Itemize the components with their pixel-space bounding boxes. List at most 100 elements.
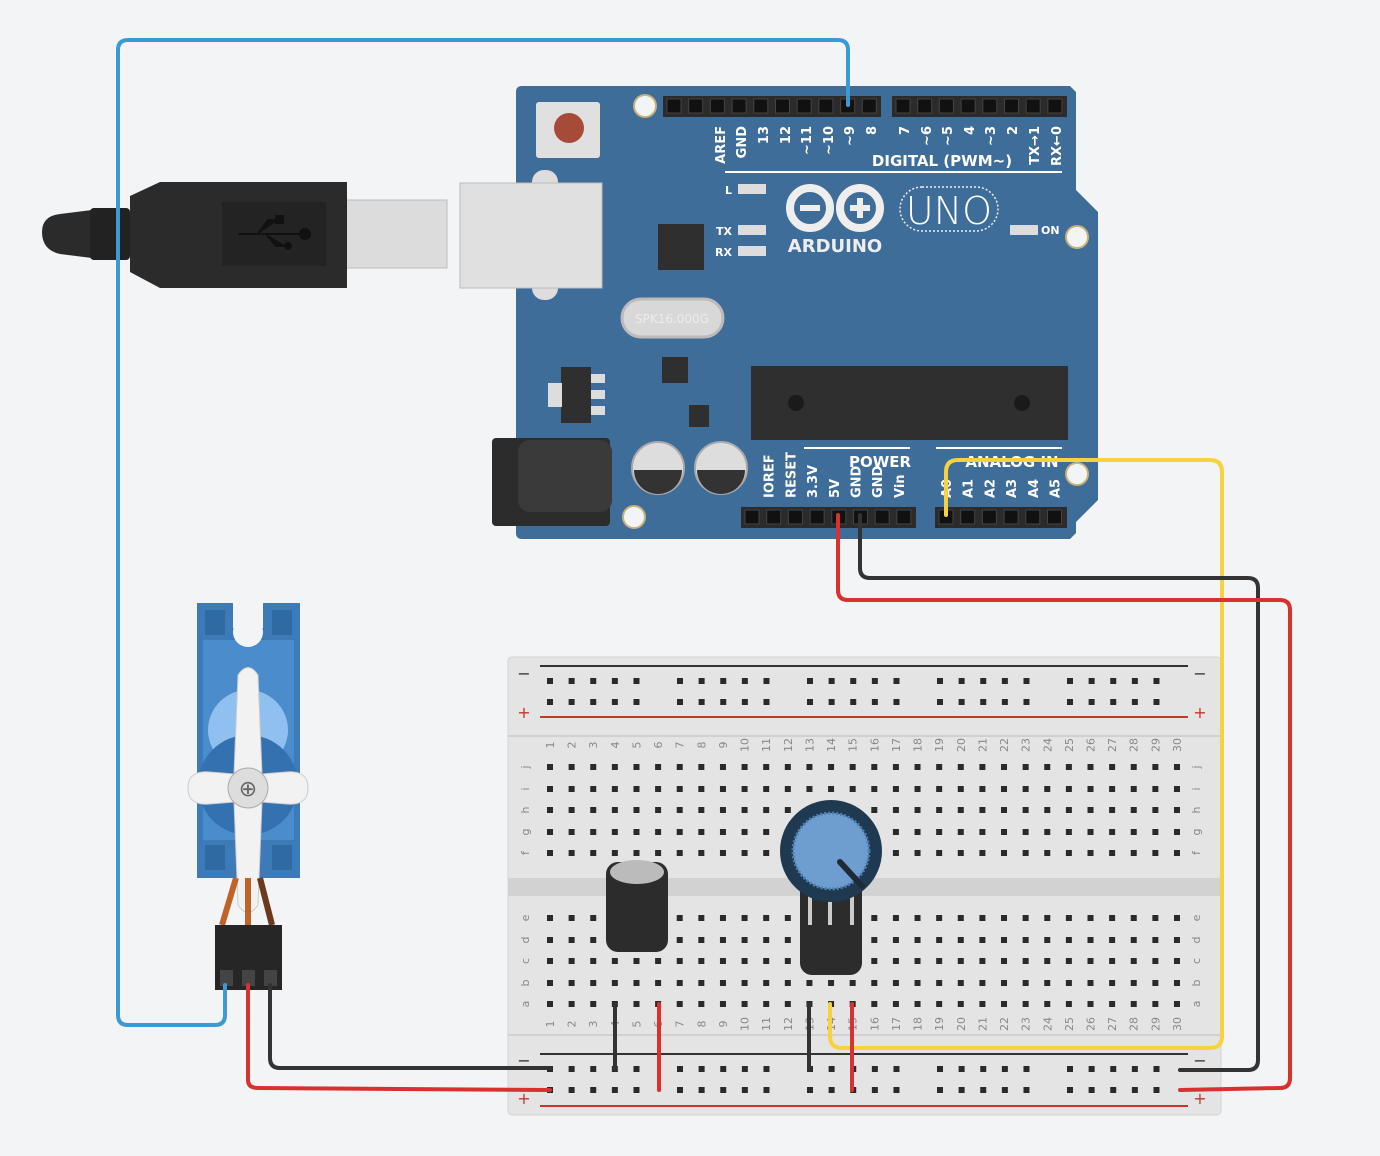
rail-hole[interactable]	[871, 1066, 878, 1072]
breadboard-hole[interactable]	[633, 786, 640, 792]
breadboard-hole[interactable]	[611, 786, 618, 792]
breadboard-hole[interactable]	[1065, 937, 1072, 943]
rail-hole[interactable]	[741, 1066, 748, 1072]
rail-hole[interactable]	[937, 1087, 943, 1093]
breadboard-hole[interactable]	[698, 937, 705, 943]
breadboard-hole[interactable]	[1044, 807, 1051, 813]
breadboard-hole[interactable]	[655, 958, 662, 964]
breadboard-hole[interactable]	[1130, 980, 1137, 986]
breadboard-hole[interactable]	[547, 915, 553, 921]
breadboard-hole[interactable]	[568, 937, 575, 943]
breadboard-hole[interactable]	[1152, 937, 1159, 943]
rail-hole[interactable]	[958, 699, 965, 705]
breadboard-hole[interactable]	[1044, 1001, 1051, 1007]
rail-hole[interactable]	[1067, 1087, 1073, 1093]
rail-hole[interactable]	[1131, 1087, 1138, 1093]
breadboard-hole[interactable]	[1109, 1001, 1116, 1007]
potentiometer[interactable]	[780, 800, 882, 975]
breadboard-hole[interactable]	[676, 764, 683, 770]
breadboard-hole[interactable]	[849, 786, 856, 792]
header-pin[interactable]	[938, 98, 954, 114]
breadboard-hole[interactable]	[547, 807, 553, 813]
rail-hole[interactable]	[547, 699, 553, 705]
breadboard-hole[interactable]	[590, 850, 597, 856]
breadboard-hole[interactable]	[1022, 764, 1029, 770]
breadboard-hole[interactable]	[784, 915, 791, 921]
rail-hole[interactable]	[828, 1066, 835, 1072]
breadboard-hole[interactable]	[1065, 829, 1072, 835]
header-pin[interactable]	[917, 98, 933, 114]
breadboard-hole[interactable]	[633, 958, 640, 964]
breadboard-hole[interactable]	[1130, 764, 1137, 770]
header-pin[interactable]	[818, 98, 834, 114]
rail-hole[interactable]	[633, 1066, 640, 1072]
breadboard-hole[interactable]	[633, 829, 640, 835]
breadboard-hole[interactable]	[1109, 807, 1116, 813]
breadboard-hole[interactable]	[1087, 937, 1094, 943]
breadboard-hole[interactable]	[568, 1001, 575, 1007]
breadboard-hole[interactable]	[1173, 915, 1180, 921]
breadboard-hole[interactable]	[979, 915, 986, 921]
breadboard-hole[interactable]	[1065, 980, 1072, 986]
breadboard-hole[interactable]	[892, 807, 899, 813]
header-pin[interactable]	[1047, 509, 1062, 525]
breadboard-hole[interactable]	[547, 980, 553, 986]
breadboard-hole[interactable]	[741, 850, 748, 856]
breadboard-hole[interactable]	[676, 786, 683, 792]
breadboard-hole[interactable]	[914, 980, 921, 986]
breadboard-hole[interactable]	[611, 829, 618, 835]
breadboard-hole[interactable]	[957, 1001, 964, 1007]
breadboard-hole[interactable]	[741, 1001, 748, 1007]
breadboard-hole[interactable]	[676, 829, 683, 835]
breadboard-hole[interactable]	[849, 764, 856, 770]
breadboard-hole[interactable]	[655, 850, 662, 856]
breadboard-hole[interactable]	[892, 764, 899, 770]
rail-hole[interactable]	[1088, 1066, 1095, 1072]
rail-hole[interactable]	[1023, 678, 1030, 684]
rail-hole[interactable]	[1110, 699, 1117, 705]
breadboard-hole[interactable]	[741, 937, 748, 943]
breadboard-hole[interactable]	[784, 764, 791, 770]
breadboard-hole[interactable]	[547, 850, 553, 856]
header-pin[interactable]	[896, 509, 912, 525]
breadboard-hole[interactable]	[1109, 937, 1116, 943]
breadboard-hole[interactable]	[719, 807, 726, 813]
breadboard-hole[interactable]	[655, 786, 662, 792]
breadboard-hole[interactable]	[784, 807, 791, 813]
header-pin[interactable]	[1004, 98, 1019, 114]
power-jack[interactable]	[492, 438, 612, 526]
breadboard-hole[interactable]	[719, 958, 726, 964]
breadboard-hole[interactable]	[1152, 786, 1159, 792]
servo-motor[interactable]: ⊕	[187, 603, 309, 990]
rail-hole[interactable]	[1067, 699, 1073, 705]
rail-hole[interactable]	[677, 699, 683, 705]
breadboard-hole[interactable]	[1065, 958, 1072, 964]
breadboard-hole[interactable]	[1065, 850, 1072, 856]
breadboard-hole[interactable]	[1044, 915, 1051, 921]
breadboard-hole[interactable]	[1109, 980, 1116, 986]
breadboard-hole[interactable]	[957, 786, 964, 792]
breadboard-hole[interactable]	[957, 764, 964, 770]
breadboard-hole[interactable]	[1087, 829, 1094, 835]
breadboard-hole[interactable]	[676, 915, 683, 921]
rail-hole[interactable]	[828, 1087, 835, 1093]
header-pin[interactable]	[787, 509, 803, 525]
breadboard-hole[interactable]	[590, 958, 597, 964]
breadboard-hole[interactable]	[611, 980, 618, 986]
breadboard-hole[interactable]	[763, 807, 770, 813]
breadboard-hole[interactable]	[806, 764, 813, 770]
rail-hole[interactable]	[677, 1087, 683, 1093]
breadboard-hole[interactable]	[719, 764, 726, 770]
rail-hole[interactable]	[633, 678, 640, 684]
rail-hole[interactable]	[698, 699, 705, 705]
wire-servo-ground[interactable]	[268, 983, 552, 1070]
rail-hole[interactable]	[677, 1066, 683, 1072]
breadboard-hole[interactable]	[547, 1001, 553, 1007]
breadboard-hole[interactable]	[914, 915, 921, 921]
rail-hole[interactable]	[1110, 1087, 1117, 1093]
breadboard-hole[interactable]	[957, 980, 964, 986]
breadboard-hole[interactable]	[1022, 807, 1029, 813]
rail-hole[interactable]	[568, 699, 575, 705]
breadboard-hole[interactable]	[784, 980, 791, 986]
